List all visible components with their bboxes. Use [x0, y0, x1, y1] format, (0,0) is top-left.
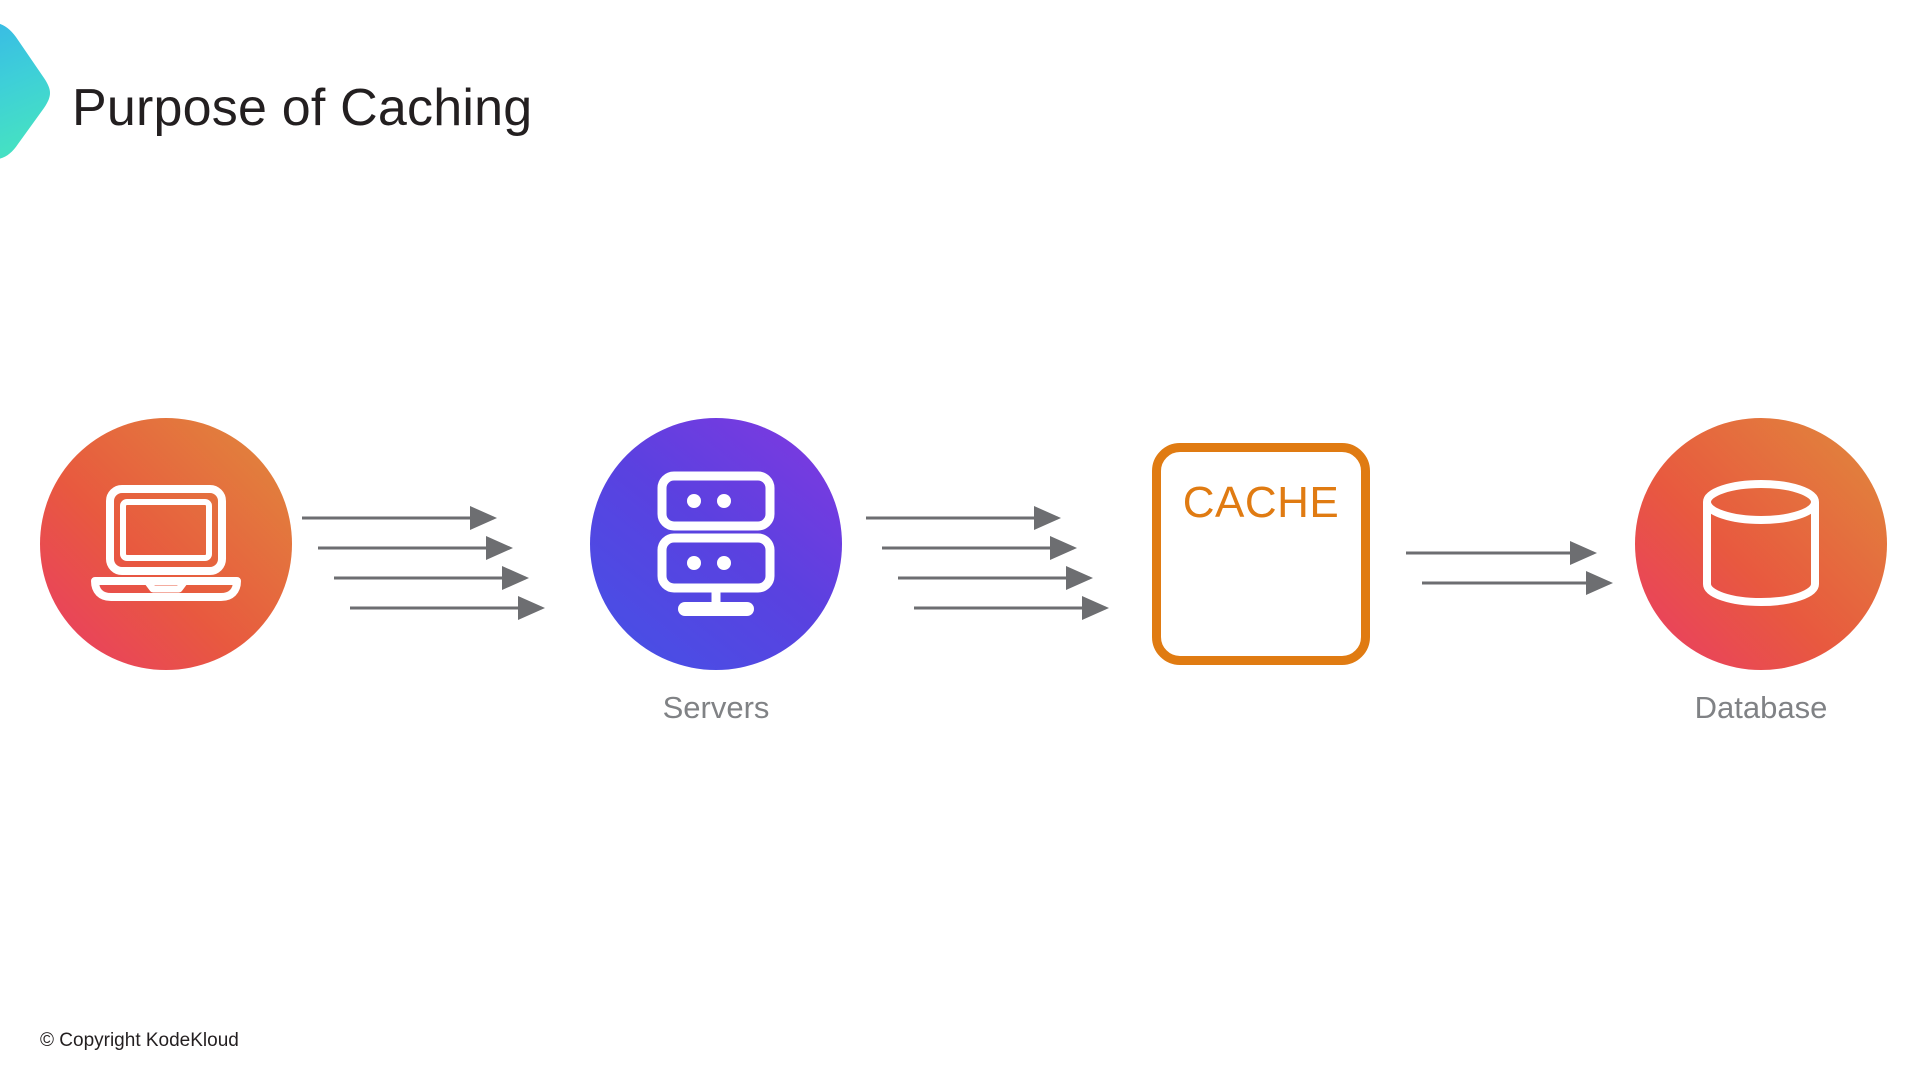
arrows-client-to-servers — [296, 506, 596, 620]
node-cache[interactable]: CACHE — [1152, 443, 1370, 665]
page-title: Purpose of Caching — [72, 79, 533, 137]
copyright-notice: © Copyright KodeKloud — [40, 1030, 239, 1051]
server-rack-icon — [657, 471, 775, 616]
database-cylinder-icon — [1703, 480, 1819, 607]
kodekloud-logo — [0, 20, 57, 160]
node-label-database: Database — [1694, 690, 1828, 725]
node-label-servers: Servers — [662, 690, 770, 725]
node-client[interactable] — [40, 418, 292, 670]
arrows-servers-to-cache — [860, 506, 1160, 620]
node-servers[interactable] — [590, 418, 842, 670]
arrows-cache-to-database — [1400, 541, 1640, 595]
node-database[interactable] — [1635, 418, 1887, 670]
laptop-icon — [91, 485, 241, 601]
chevron-right-logo — [0, 24, 50, 159]
cache-label: CACHE — [1182, 478, 1340, 527]
